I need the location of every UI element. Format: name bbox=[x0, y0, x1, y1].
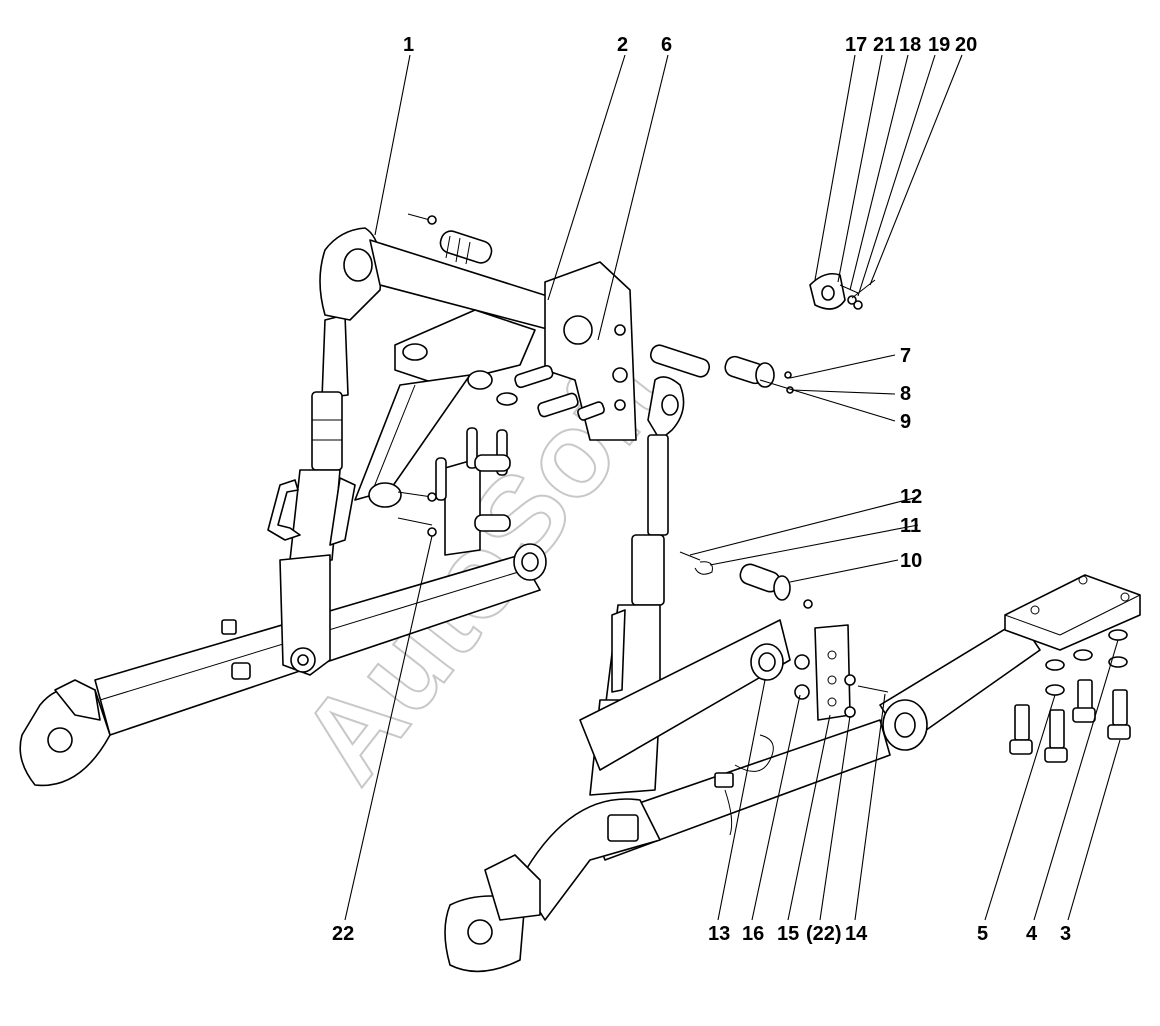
callout-3: 3 bbox=[1060, 923, 1071, 945]
callout-14: 14 bbox=[845, 923, 868, 945]
callout-19: 19 bbox=[928, 34, 950, 56]
left-lift-rod bbox=[267, 227, 382, 676]
right-lift-rod bbox=[589, 376, 685, 796]
callout-22: 22 bbox=[332, 923, 354, 945]
callout-13: 13 bbox=[708, 923, 730, 945]
callout-22b: (22) bbox=[806, 923, 842, 945]
upper-pin-assembly bbox=[649, 344, 794, 394]
leader-lines bbox=[344, 54, 1121, 921]
callout-17: 17 bbox=[845, 34, 867, 56]
callout-7: 7 bbox=[900, 345, 911, 367]
callout-20: 20 bbox=[955, 34, 977, 56]
callout-21: 21 bbox=[873, 34, 895, 56]
callout-8: 8 bbox=[900, 383, 911, 405]
right-stabilizer-arm bbox=[879, 574, 1141, 751]
upper-rocker-assembly bbox=[369, 213, 637, 441]
callout-4: 4 bbox=[1026, 923, 1038, 945]
callout-10: 10 bbox=[900, 550, 922, 572]
right-lower-link bbox=[444, 619, 891, 973]
callout-2: 2 bbox=[617, 34, 628, 56]
callout-9: 9 bbox=[900, 411, 911, 433]
callout-16: 16 bbox=[742, 923, 764, 945]
pin-assembly bbox=[679, 551, 813, 609]
callout-18: 18 bbox=[899, 34, 921, 56]
cam-assembly bbox=[809, 272, 876, 310]
pivot-plate bbox=[750, 624, 889, 721]
callout-11: 11 bbox=[900, 515, 921, 537]
callout-labels: 1 2 6 17 21 18 19 20 7 8 9 12 11 10 22 1… bbox=[332, 34, 1071, 945]
callout-6: 6 bbox=[661, 34, 672, 56]
callout-5: 5 bbox=[977, 923, 988, 945]
bolts-and-washers bbox=[1009, 629, 1131, 763]
callout-1: 1 bbox=[403, 34, 414, 56]
centre-bracket bbox=[397, 427, 511, 556]
callout-15: 15 bbox=[777, 923, 799, 945]
callout-12: 12 bbox=[900, 486, 922, 508]
stabilizer-arm bbox=[354, 370, 493, 508]
